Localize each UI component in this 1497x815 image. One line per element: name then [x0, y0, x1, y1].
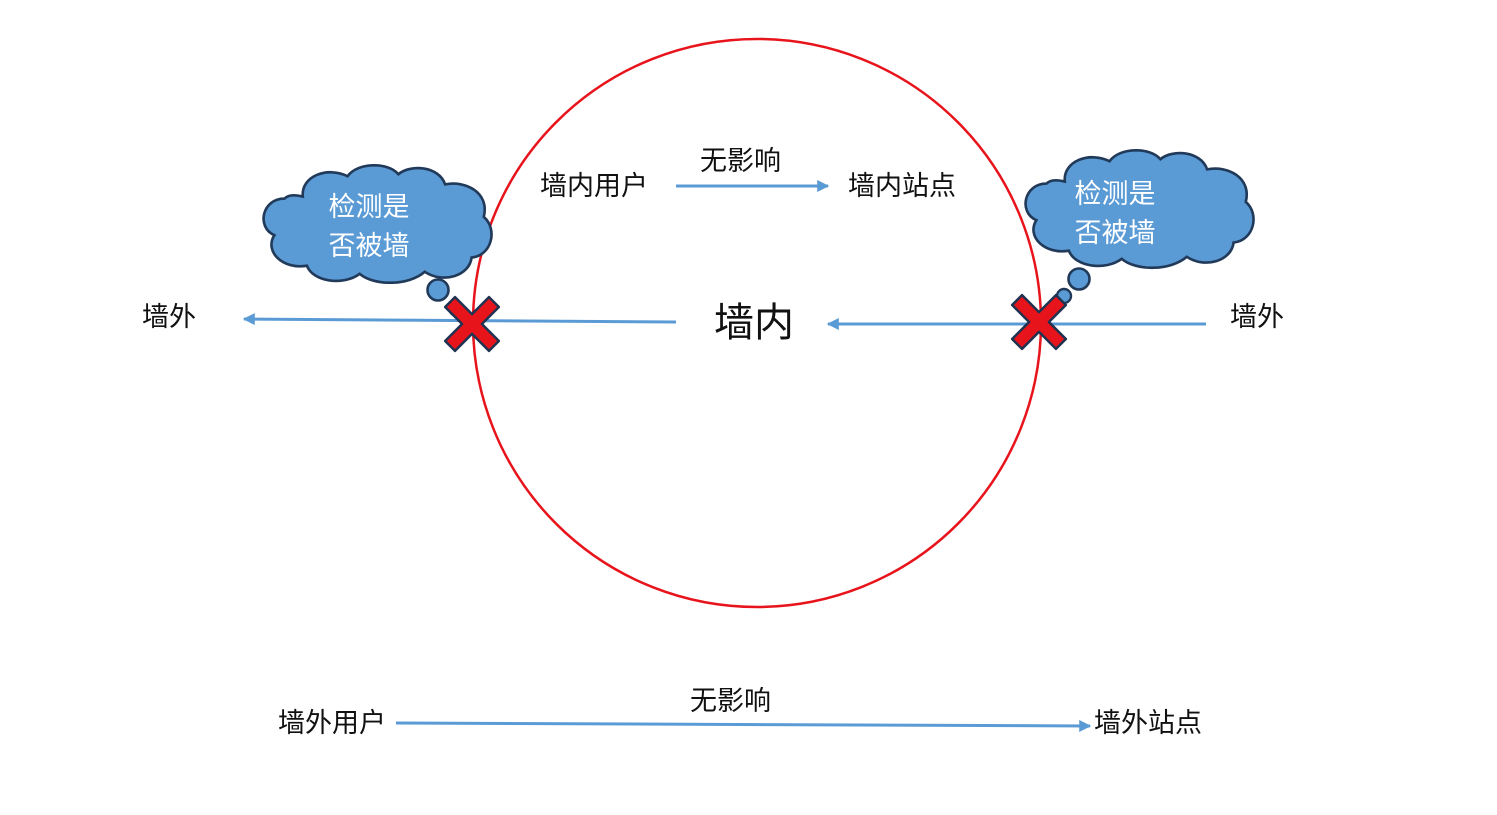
red-x-icon [1010, 293, 1068, 351]
inside-user-label: 墙内用户 [540, 171, 648, 202]
arrow-outside-user-to-site [395, 719, 1092, 732]
outside-right-label: 墙外 [1230, 302, 1284, 333]
outside-site-label: 墙外站点 [1094, 708, 1202, 739]
inside-site-label: 墙内站点 [848, 171, 956, 202]
left-cloud-text: 检测是 否被墙 [314, 188, 424, 266]
outside-no-effect-label: 无影响 [690, 686, 771, 717]
outside-left-label: 墙外 [142, 302, 196, 333]
red-x-icon [443, 295, 501, 353]
outside-user-label: 墙外用户 [278, 708, 386, 739]
inside-wall-label: 墙内 [714, 300, 794, 346]
right-cloud-text: 检测是 否被墙 [1060, 175, 1170, 253]
left-cloud-text-line2: 否被墙 [328, 231, 410, 262]
left-cloud-bubble-large [426, 278, 450, 302]
left-cloud-text-line1: 检测是 [328, 192, 410, 223]
inside-no-effect-label: 无影响 [700, 146, 781, 177]
right-cloud-text-line1: 检测是 [1074, 179, 1156, 210]
right-cloud-text-line2: 否被墙 [1074, 218, 1156, 249]
right-cloud-bubble-large [1067, 267, 1091, 291]
